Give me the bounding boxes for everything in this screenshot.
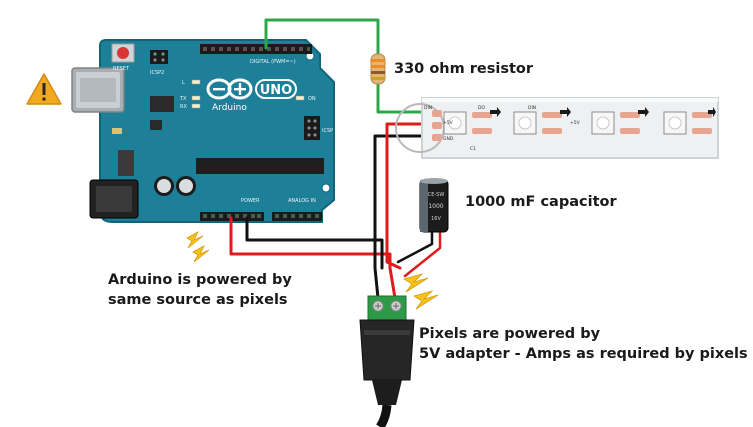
terminal-black xyxy=(373,266,380,300)
uno-badge xyxy=(255,79,297,99)
cap-text-1: CE-SW xyxy=(428,192,445,198)
icsp-label: ICSP xyxy=(322,128,333,134)
led-strip: DIN +5V GND DO DIN +5V C1 xyxy=(395,97,719,159)
arduino-infinity-icon xyxy=(206,78,253,100)
board-capacitor xyxy=(154,176,196,196)
led-cell-1 xyxy=(443,111,492,135)
capacitor-label: 1000 mF capacitor xyxy=(465,194,617,210)
cross-red xyxy=(385,234,402,270)
digital-header xyxy=(200,44,312,54)
analog-label: ANALOG IN xyxy=(288,198,316,204)
resistor xyxy=(370,53,386,85)
reset-button xyxy=(111,43,135,63)
digital-label: DIGITAL (PWM=~) xyxy=(250,59,296,65)
pixels-power-label-line2: 5V adapter - Amps as required by pixels xyxy=(419,346,748,362)
cap-text-3: 16V xyxy=(431,216,441,222)
icsp2-header xyxy=(150,50,168,64)
data-wire-green xyxy=(264,18,380,56)
dc-jack xyxy=(89,179,139,219)
l-label: L xyxy=(182,80,185,86)
arduino-power-label-line2: same source as pixels xyxy=(108,292,288,308)
terminal-red xyxy=(388,266,397,300)
pixels-power-label-line1: Pixels are powered by xyxy=(419,326,601,342)
strip-din-label: DIN xyxy=(424,105,432,111)
atmega-chip xyxy=(196,158,324,174)
voltage-regulator xyxy=(118,150,134,176)
usb-chip xyxy=(150,96,174,112)
strip-5v2-label: +5V xyxy=(570,120,581,126)
dc-terminal-adapter xyxy=(359,295,415,427)
arrow-right-icon xyxy=(490,107,716,117)
strip-5v-label: +5V xyxy=(443,120,454,126)
power-label: POWER xyxy=(241,198,260,204)
icsp-header xyxy=(304,116,320,140)
strip-gnd-wire xyxy=(373,134,430,270)
strip-do-label: DO xyxy=(478,105,485,111)
data-wire-green-2 xyxy=(376,80,430,114)
reset-label: RESET xyxy=(113,66,130,72)
arduino-power-label-line1: Arduino is powered by xyxy=(108,272,292,288)
capacitor: CE-SW 1000 16V xyxy=(419,178,449,233)
cap-leg-minus xyxy=(396,230,434,264)
cap-leg-plus xyxy=(403,230,442,278)
usb-connector xyxy=(71,67,125,113)
led-cell-2 xyxy=(513,111,562,135)
power-header xyxy=(200,212,322,221)
strip-c1-label: C1 xyxy=(470,146,476,152)
uno-label: UNO xyxy=(260,83,293,98)
icsp2-label: ICSP2 xyxy=(150,70,164,76)
arduino-gnd-wire xyxy=(245,216,384,270)
cap-text-2: 1000 xyxy=(428,203,443,210)
arduino-logo-text: Arduino xyxy=(212,103,247,113)
rx-label: RX xyxy=(180,104,187,110)
strip-din2-label: DIN xyxy=(528,105,536,111)
tx-label: TX xyxy=(179,96,187,102)
strip-gnd-label: GND xyxy=(443,136,454,142)
arduino-uno-board: RESET ICSP2 DIGITAL (PWM=~) L TX RX ON xyxy=(71,39,335,223)
resistor-label: 330 ohm resistor xyxy=(394,61,534,77)
strip-5v-wire xyxy=(385,122,430,238)
wires xyxy=(229,18,442,300)
warning-triangle-icon xyxy=(26,73,62,105)
lightning-bolt-icon xyxy=(186,231,439,310)
led-cell-3 xyxy=(591,111,640,135)
led-cell-4 xyxy=(663,111,712,135)
on-label: ON xyxy=(308,96,316,102)
arduino-5v-wire xyxy=(229,216,392,270)
